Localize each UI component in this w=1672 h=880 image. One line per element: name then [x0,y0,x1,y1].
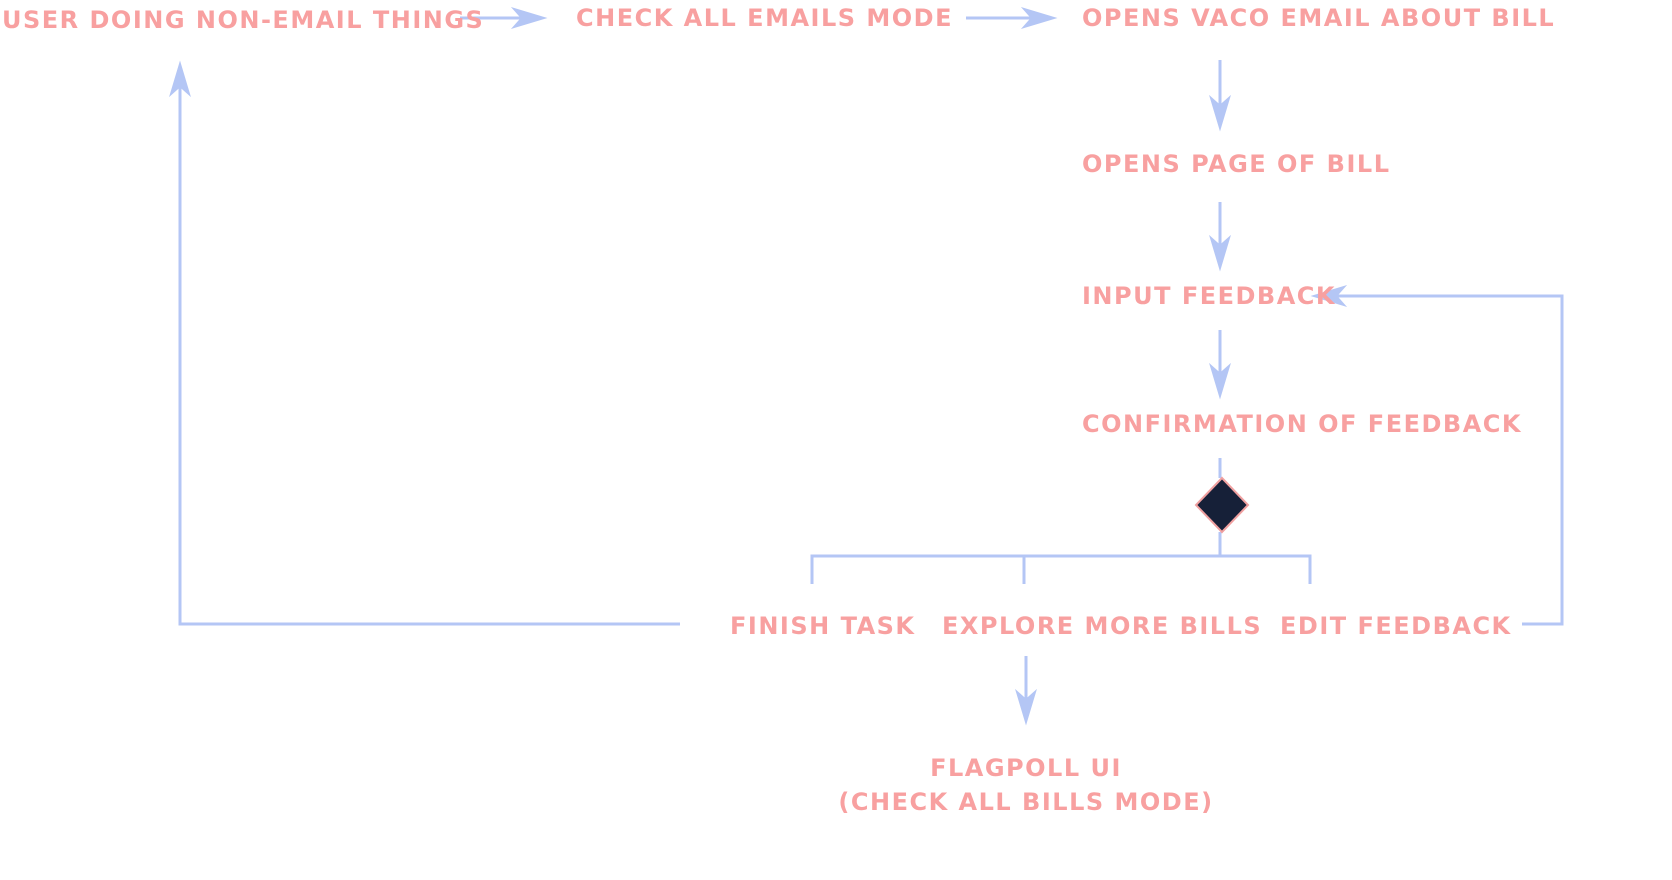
branch-bar [810,554,1312,584]
node-opens-bill-page: Opens page of bill [1082,150,1390,178]
arrowhead-down-icon [1015,688,1037,726]
node-labels: User doing non-email things Check all em… [2,4,1555,816]
node-opens-vaco-email: Opens VACO email about bill [1082,4,1555,32]
arrowhead-right-icon [510,7,548,29]
node-finish-task: Finish task [730,612,916,640]
connector-finish-to-user [178,84,680,626]
connectors [178,16,1564,712]
node-edit-feedback: Edit feedback [1280,612,1512,640]
connector-edit-to-input-feedback [1326,294,1564,626]
arrowhead-down-icon [1209,94,1231,132]
node-flagpoll-ui-mode: (Check all bills mode) [838,788,1213,816]
node-user-non-email: User doing non-email things [2,6,484,34]
decision-diamond [1194,476,1250,534]
arrowhead-right-icon [1020,7,1058,29]
node-confirmation-of-feedback: Confirmation of feedback [1082,410,1522,438]
node-check-all-emails: Check all emails mode [576,4,953,32]
arrowhead-down-icon [1209,362,1231,400]
arrowhead-left-icon [1310,285,1348,307]
arrowheads [169,7,1348,726]
node-input-feedback: Input feedback [1082,282,1336,310]
arrowhead-up-icon [169,60,191,98]
arrowhead-down-icon [1209,234,1231,272]
node-flagpoll-ui: Flagpoll UI [930,754,1122,782]
node-explore-more-bills: Explore more bills [942,612,1262,640]
